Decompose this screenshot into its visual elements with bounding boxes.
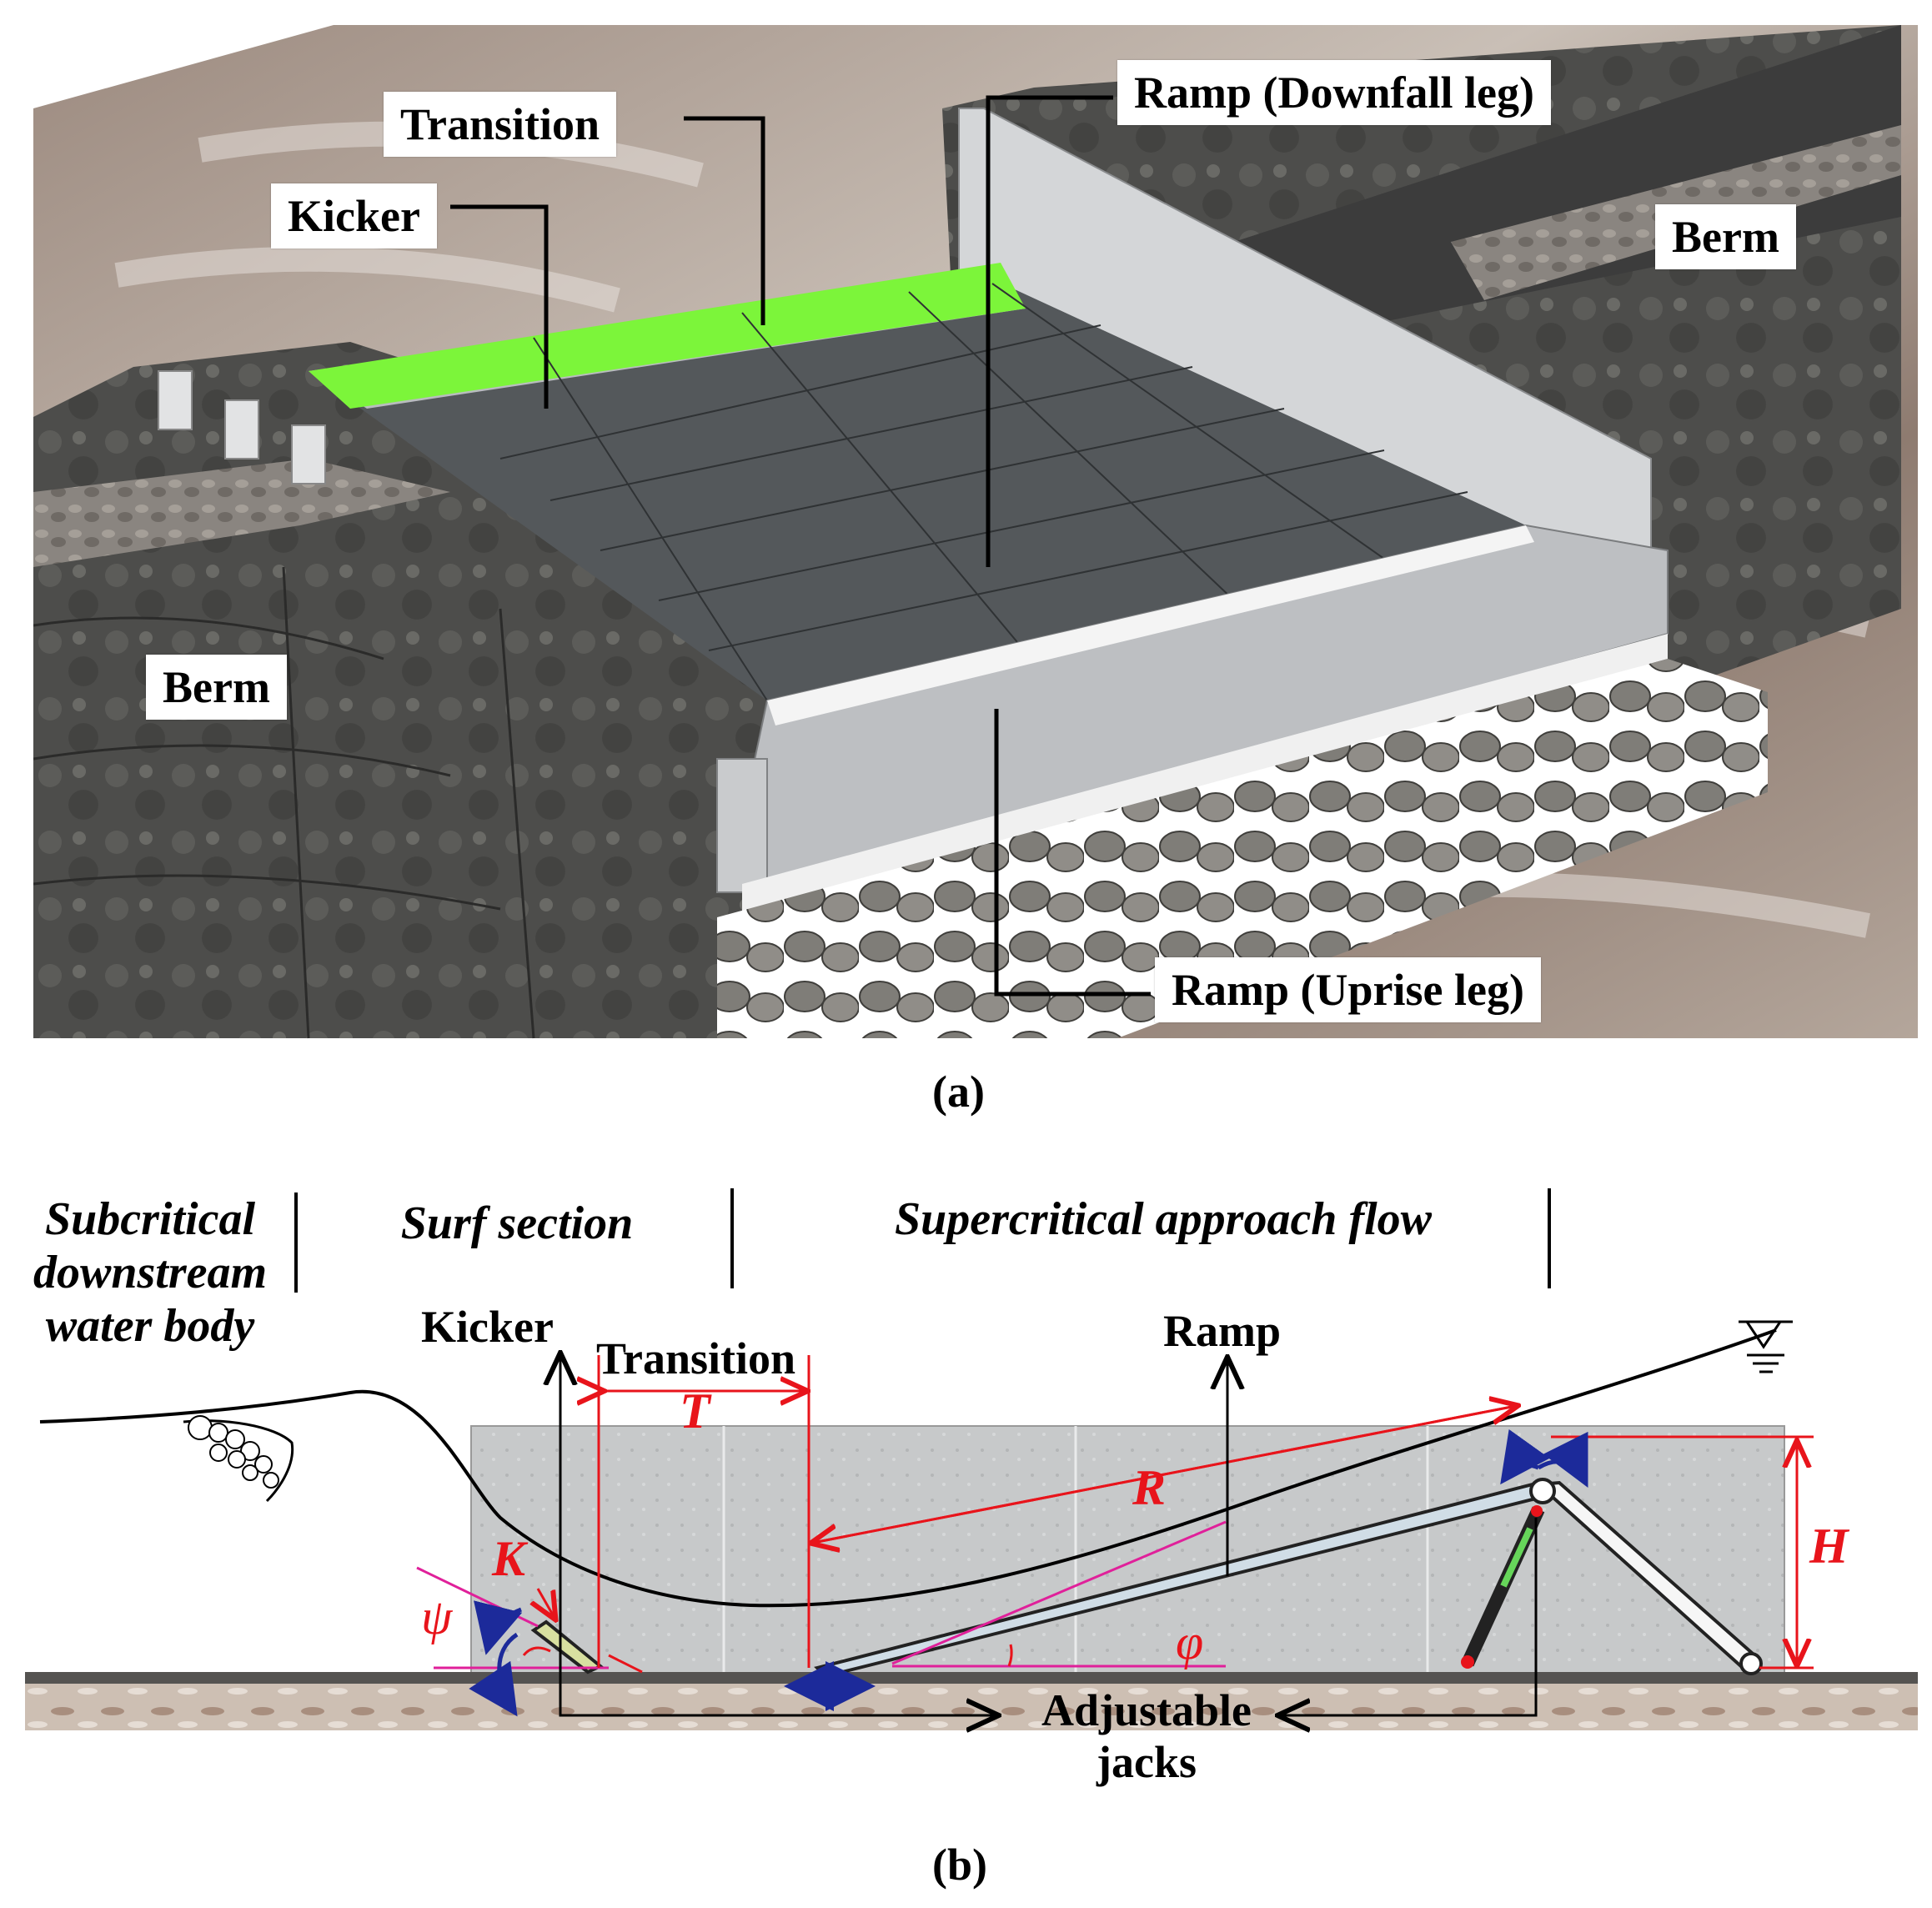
panel-a-render: Kicker Transition Ramp (Downfall leg) Be… <box>33 25 1932 1063</box>
label-b-kicker: Kicker <box>421 1302 554 1352</box>
caption-a: (a) <box>932 1067 985 1117</box>
caption-b: (b) <box>932 1840 987 1890</box>
wave-facility-cross-section <box>25 1188 1918 1818</box>
label-berm-right: Berm <box>1655 204 1796 269</box>
label-kicker: Kicker <box>271 183 437 249</box>
wave-facility-3d-render <box>33 25 1918 1039</box>
label-berm-left: Berm <box>146 655 287 720</box>
label-transition: Transition <box>384 92 617 157</box>
label-b-adjustable-jacks: Adjustable jacks <box>1041 1685 1252 1787</box>
symbol-psi: ψ <box>421 1589 453 1644</box>
symbol-phi: φ <box>1176 1614 1204 1670</box>
label-ramp-downfall-leg: Ramp (Downfall leg) <box>1117 60 1551 125</box>
section-surf: Surf section <box>400 1198 634 1249</box>
symbol-h: H <box>1809 1519 1849 1574</box>
panel-b-schematic: Subcritical downstream water body Surf s… <box>0 1167 1932 1822</box>
symbol-k: K <box>492 1531 526 1586</box>
symbol-t: T <box>680 1383 710 1439</box>
section-supercritical-approach: Supercritical approach flow <box>894 1193 1433 1245</box>
section-subcritical-downstream: Subcritical downstream water body <box>33 1193 268 1352</box>
label-b-transition: Transition <box>596 1333 796 1383</box>
symbol-r: R <box>1132 1460 1167 1515</box>
label-b-ramp: Ramp <box>1163 1306 1282 1356</box>
label-ramp-uprise-leg: Ramp (Uprise leg) <box>1155 957 1541 1022</box>
